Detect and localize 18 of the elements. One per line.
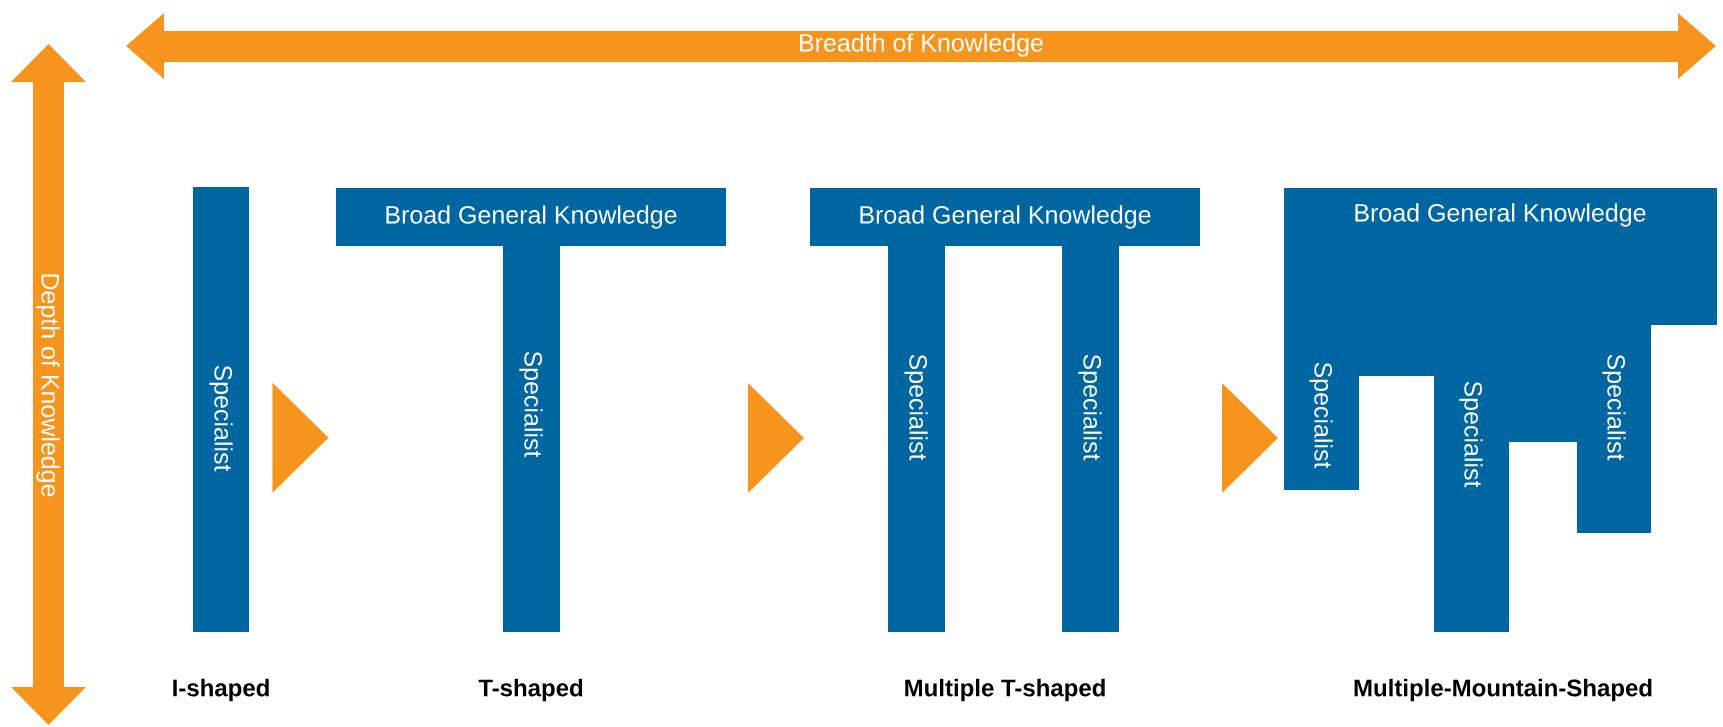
axis-label: Depth of Knowledge <box>36 274 60 497</box>
node-label: Specialist <box>519 351 543 458</box>
node-label: Specialist <box>904 354 928 461</box>
node-label: Specialist <box>1309 362 1333 469</box>
node-label: Specialist <box>1078 354 1102 461</box>
chevron-arrow <box>272 382 329 493</box>
shape-caption: T-shaped <box>478 678 583 702</box>
node-label: Specialist <box>1602 354 1626 461</box>
chevron-arrow <box>748 383 804 493</box>
chevron-arrow <box>1222 383 1278 493</box>
shape-caption: I-shaped <box>173 678 269 702</box>
axis-label: Breadth of Knowledge <box>800 33 1043 57</box>
shape-caption: Multiple T-shaped <box>905 678 1105 702</box>
node-label: Broad General Knowledge <box>386 205 677 229</box>
shape-caption: Multiple-Mountain-Shaped <box>1354 678 1652 702</box>
node-label: Specialist <box>1459 381 1483 488</box>
node-label: Broad General Knowledge <box>1355 203 1646 227</box>
node-label: Broad General Knowledge <box>860 205 1151 229</box>
